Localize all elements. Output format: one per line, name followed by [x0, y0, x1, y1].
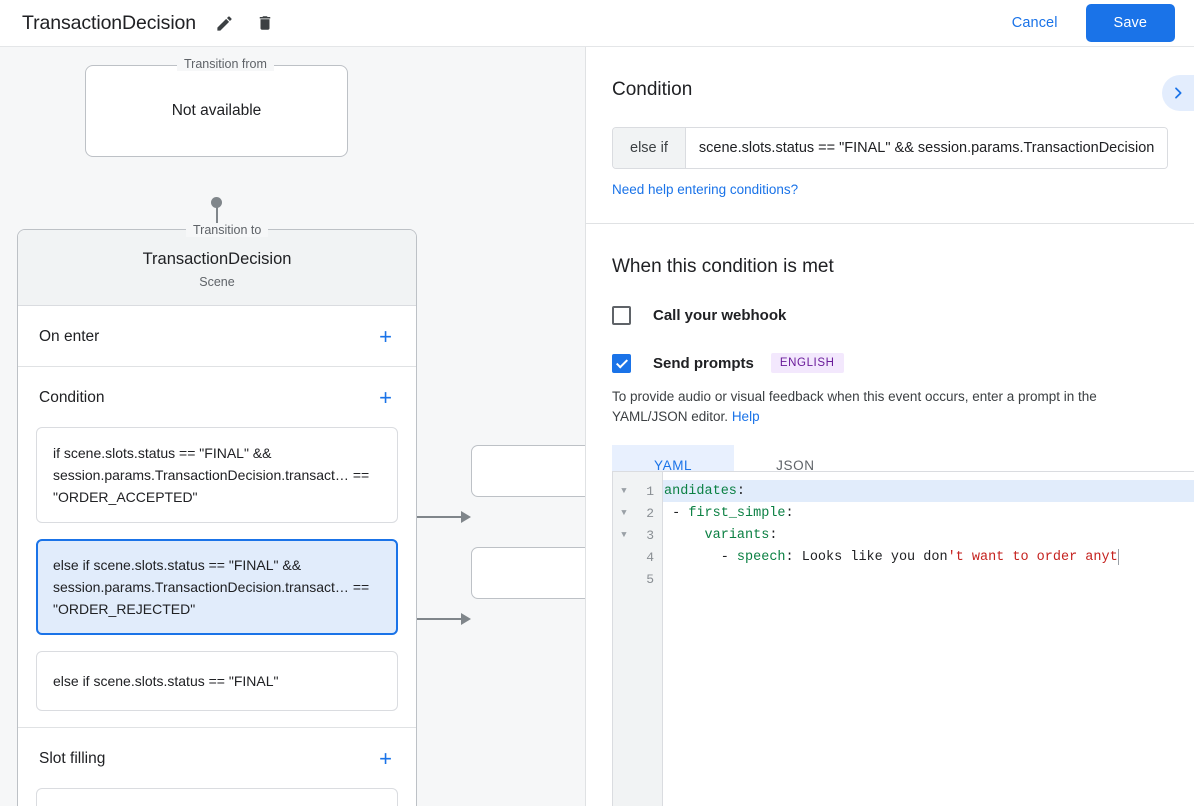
editor-code-line[interactable]: - first_simple: — [663, 502, 1194, 524]
edge-line-rejected — [399, 618, 463, 620]
target-node-accepted[interactable] — [471, 445, 585, 497]
code-token: : — [736, 483, 746, 499]
code-token: : — [769, 527, 778, 543]
send-prompts-label: Send prompts — [653, 354, 754, 372]
call-webhook-checkbox[interactable] — [612, 306, 631, 325]
line-number: 1 — [646, 483, 654, 499]
editor-line-number: ▼3 — [613, 524, 662, 546]
line-number: 2 — [646, 505, 654, 521]
text-caret — [1117, 549, 1119, 565]
top-bar-actions: Cancel Save — [996, 4, 1194, 42]
editor-line-number: 4 — [613, 546, 662, 568]
transition-from-label: Transition from — [177, 57, 274, 71]
save-button[interactable]: Save — [1085, 4, 1175, 42]
panel-title: Condition — [612, 79, 693, 100]
condition-prefix-label: else if — [613, 128, 686, 168]
editor-code-line[interactable]: variants: — [663, 524, 1194, 546]
prompt-note-text: To provide audio or visual feedback when… — [612, 389, 1097, 424]
condition-input-row: else if — [612, 127, 1168, 169]
editor-code-line[interactable]: - speech: Looks like you don't want to o… — [663, 546, 1194, 568]
section-slot-filling: Slot filling + — [18, 728, 416, 788]
scene-card: TransactionDecision Scene On enter + Con… — [17, 229, 417, 806]
section-title-condition: Condition — [39, 389, 105, 406]
cancel-button[interactable]: Cancel — [996, 6, 1074, 40]
code-token: 't want to order anyt — [947, 549, 1118, 565]
top-bar: TransactionDecision Cancel Save — [0, 0, 1194, 47]
fold-triangle-icon[interactable]: ▼ — [621, 486, 627, 496]
editor-line-number: ▼1 — [613, 480, 662, 502]
section-condition: Condition + — [18, 367, 416, 427]
divider — [18, 366, 416, 367]
panel-actions-section: When this condition is met Call your web… — [586, 224, 1194, 486]
transition-from-value: Not available — [171, 102, 262, 119]
code-token: first_simple — [688, 505, 786, 521]
scene-subtitle: Scene — [199, 275, 235, 289]
line-number: 4 — [646, 549, 654, 565]
condition-item-final[interactable]: else if scene.slots.status == "FINAL" — [36, 651, 398, 711]
chevron-right-icon[interactable] — [1162, 75, 1194, 111]
edge-line-accepted — [399, 516, 463, 518]
code-token: variants — [704, 527, 770, 543]
fold-triangle-icon[interactable]: ▼ — [621, 530, 627, 540]
code-token: Looks like you don — [801, 549, 948, 565]
line-number: 3 — [646, 527, 654, 543]
code-token: speech — [736, 549, 786, 565]
add-condition-button[interactable]: + — [379, 385, 392, 410]
panel-condition-section: Condition else if Need help entering con… — [586, 47, 1194, 199]
page-title: TransactionDecision — [22, 11, 197, 34]
scene-card-header[interactable]: TransactionDecision Scene — [18, 230, 416, 306]
target-node-rejected[interactable] — [471, 547, 585, 599]
editor-code-line[interactable] — [663, 568, 1194, 590]
editor-code-area[interactable]: andidates: - first_simple: variants: - s… — [663, 472, 1194, 806]
condition-list: if scene.slots.status == "FINAL" && sess… — [18, 427, 416, 727]
section-on-enter: On enter + — [18, 306, 416, 366]
code-token: : — [785, 505, 794, 521]
language-badge: ENGLISH — [770, 353, 844, 373]
trash-icon[interactable] — [251, 9, 279, 37]
condition-item-rejected[interactable]: else if scene.slots.status == "FINAL" &&… — [36, 539, 398, 635]
panel-divider-vertical — [585, 47, 586, 806]
editor-line-number: 5 — [613, 568, 662, 590]
code-token: : — [785, 549, 802, 565]
webhook-row: Call your webhook — [612, 306, 1168, 325]
divider — [586, 223, 1194, 224]
when-condition-met-title: When this condition is met — [612, 256, 834, 277]
section-title-slot-filling: Slot filling — [39, 750, 106, 767]
help-link[interactable]: Help — [731, 409, 760, 424]
code-token — [664, 528, 705, 543]
tab-json[interactable]: JSON — [776, 458, 815, 473]
section-title-on-enter: On enter — [39, 328, 100, 345]
send-prompts-row: Send prompts ENGLISH — [612, 353, 1168, 373]
transition-from-node[interactable]: Not available — [85, 65, 348, 157]
need-help-conditions-link[interactable]: Need help entering conditions? — [612, 182, 799, 197]
code-token: - — [664, 505, 689, 521]
pencil-icon[interactable] — [210, 9, 238, 37]
condition-input[interactable] — [685, 128, 1167, 168]
transition-to-label: Transition to — [186, 223, 269, 237]
line-number: 5 — [646, 571, 654, 587]
code-token: - — [664, 549, 737, 565]
condition-item-accepted[interactable]: if scene.slots.status == "FINAL" && sess… — [36, 427, 398, 523]
fold-triangle-icon[interactable]: ▼ — [621, 508, 627, 518]
code-token: andidates — [664, 483, 737, 499]
editor-line-number: ▼2 — [613, 502, 662, 524]
editor-code-line[interactable]: andidates: — [663, 480, 1194, 502]
scene-title: TransactionDecision — [142, 250, 292, 268]
edge-arrow-rejected — [461, 613, 471, 625]
divider — [18, 727, 416, 728]
send-prompts-checkbox[interactable] — [612, 353, 631, 373]
add-on-enter-button[interactable]: + — [379, 324, 392, 349]
scene-graph-canvas[interactable]: Not available Transition from Transactio… — [0, 47, 585, 806]
prompt-note: To provide audio or visual feedback when… — [612, 387, 1168, 427]
slot-validation-item[interactable]: Slot validation — [36, 788, 398, 806]
add-slot-filling-button[interactable]: + — [379, 746, 392, 771]
call-webhook-label: Call your webhook — [653, 307, 787, 324]
edge-arrow-accepted — [461, 511, 471, 523]
slot-filling-list: Slot validation — [18, 788, 416, 806]
